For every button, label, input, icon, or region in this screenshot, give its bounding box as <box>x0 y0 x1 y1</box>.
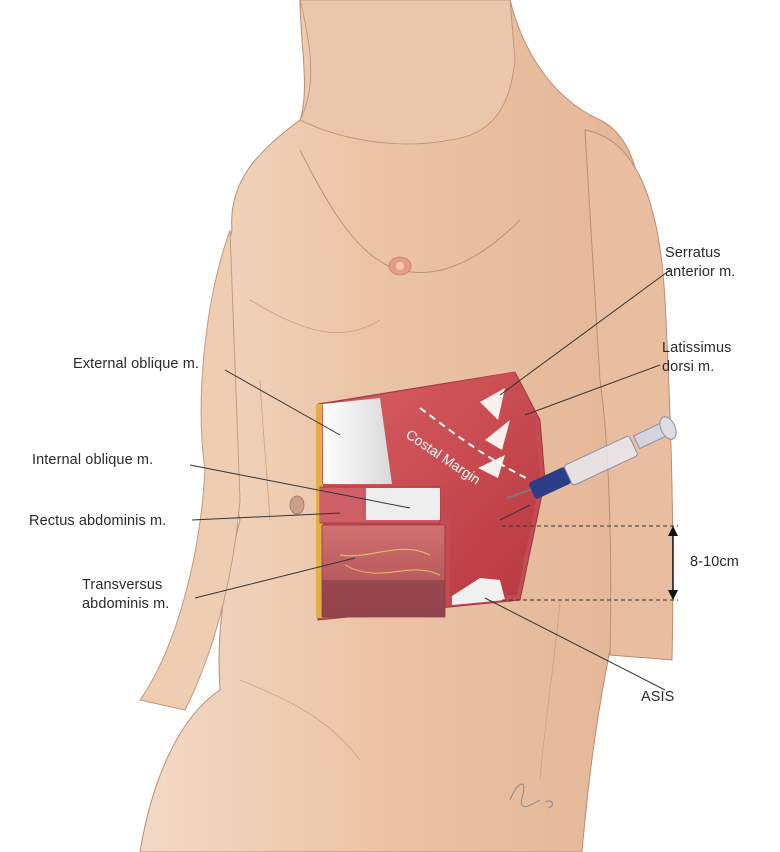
label-internal-oblique: Internal oblique m. <box>32 452 154 468</box>
subcutaneous-edge <box>316 404 323 618</box>
leader-external-oblique <box>224 369 341 436</box>
dissection-window <box>316 371 546 621</box>
nerve <box>344 564 441 576</box>
label-transversus-abdominis: Transversus abdominis m. <box>82 577 170 612</box>
hip-contour <box>239 679 361 761</box>
label-rectus-abdominis: Rectus abdominis m. <box>29 513 167 529</box>
artist-signature <box>509 783 553 809</box>
distance-marker <box>502 525 678 601</box>
serratus-digitation <box>480 388 505 420</box>
serratus-digitation <box>478 455 505 478</box>
leader-transversus <box>194 557 356 599</box>
left-arm <box>139 229 241 711</box>
label-latissimus-dorsi: Latissimus dorsi m. <box>662 340 732 375</box>
distance-arrow-up <box>668 526 678 536</box>
right-arm <box>584 129 674 661</box>
syringe-hub <box>529 467 571 499</box>
nerve <box>339 548 431 557</box>
costal-margin-line <box>419 407 531 481</box>
syringe <box>506 416 677 499</box>
label-distance: 8-10cm <box>690 554 739 570</box>
label-external-oblique: External oblique m. <box>73 356 200 372</box>
leader-latissimus <box>524 364 661 416</box>
external-oblique-aponeurosis <box>323 398 392 484</box>
leader-serratus <box>499 269 671 396</box>
asis-fascia <box>452 578 505 605</box>
leader-rectus <box>191 512 341 521</box>
leader-lines <box>189 269 671 691</box>
serratus-digitation <box>485 420 510 450</box>
syringe-needle <box>506 487 536 499</box>
neck <box>299 0 516 145</box>
label-asis: ASIS <box>641 689 675 705</box>
navel <box>289 495 305 515</box>
transversus-dark-shadow <box>322 580 445 617</box>
pectoral-line <box>249 299 381 333</box>
syringe-barrel <box>564 435 638 486</box>
label-serratus-anterior: Serratus anterior m. <box>665 245 736 280</box>
rectus-abdominis-muscle <box>320 488 362 522</box>
leader-asis <box>484 597 666 691</box>
leader-internal-oblique <box>189 464 411 509</box>
syringe-flange <box>659 416 677 440</box>
leader-costal-syringe <box>499 504 531 521</box>
distance-arrow-down <box>668 590 678 600</box>
internal-oblique-aponeurosis <box>366 488 440 520</box>
torso-line <box>259 379 271 521</box>
flank-contour <box>539 599 561 781</box>
